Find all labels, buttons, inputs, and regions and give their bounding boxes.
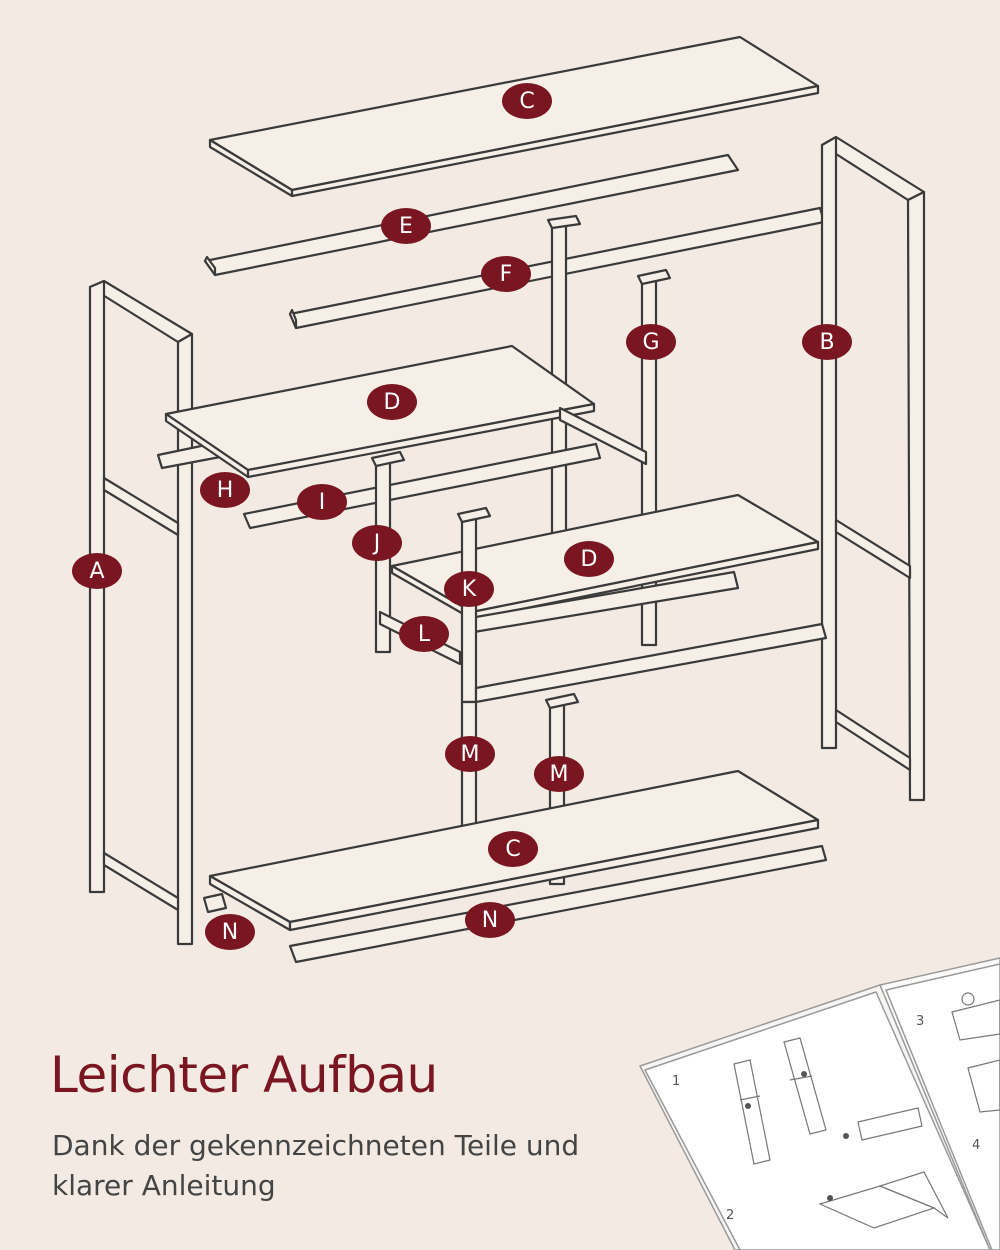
rail-n-end: [202, 892, 228, 914]
manual-page-1: 1: [672, 1074, 681, 1089]
part-label-i: I: [297, 484, 347, 520]
manual-page-3: 3: [916, 1014, 925, 1029]
part-label-e: E: [381, 208, 431, 244]
headline: Leichter Aufbau: [50, 1046, 438, 1104]
part-label-n1: N: [465, 902, 515, 938]
part-label-n2: N: [205, 914, 255, 950]
manual-step-4: 4: [972, 1138, 981, 1153]
part-label-f: F: [481, 256, 531, 292]
rail-n: [288, 844, 828, 964]
connector-bar: [558, 406, 648, 466]
right-frame-b: [820, 135, 926, 802]
part-label-d2: D: [564, 541, 614, 577]
part-label-b: B: [802, 324, 852, 360]
manual-step-2: 2: [726, 1208, 735, 1223]
part-label-h: H: [200, 472, 250, 508]
part-label-a: A: [72, 553, 122, 589]
part-label-g: G: [626, 324, 676, 360]
part-label-m2: M: [534, 756, 584, 792]
subline: Dank der gekennzeichneten Teile und klar…: [52, 1129, 580, 1202]
part-label-m1: M: [445, 736, 495, 772]
part-label-l: L: [399, 616, 449, 652]
part-label-j: J: [352, 525, 402, 561]
part-label-k: K: [444, 571, 494, 607]
part-label-d1: D: [367, 384, 417, 420]
rail-e: [203, 153, 740, 277]
u-frame-k: [456, 506, 828, 704]
part-label-c: C: [502, 83, 552, 119]
part-label-c2: C: [488, 831, 538, 867]
